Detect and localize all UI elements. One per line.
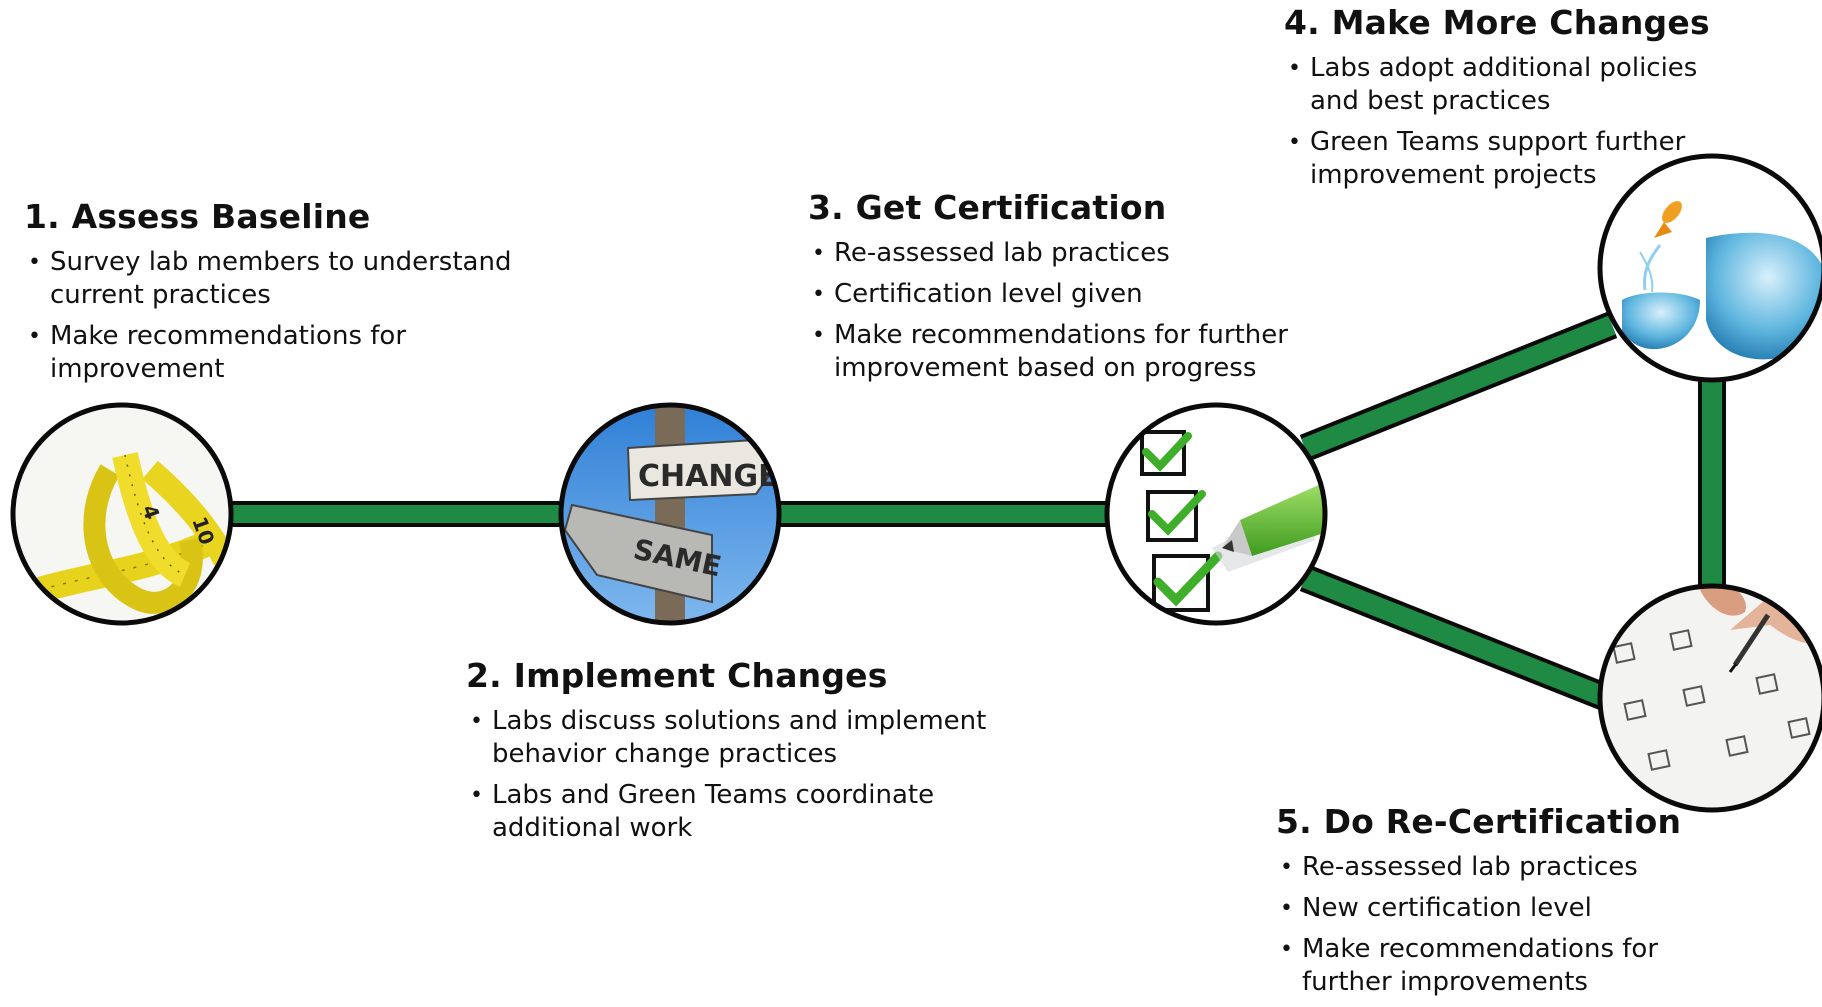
signpost-image: CHANGE SAME <box>558 402 782 626</box>
step-5-block: 5. Do Re-Certification Re-assessed lab p… <box>1276 802 1716 1007</box>
list-item: Green Teams support further improvement … <box>1284 126 1724 192</box>
sign-change-text: CHANGE <box>638 459 779 494</box>
checklist-pen-image <box>1104 402 1328 626</box>
step-5-circle <box>1597 583 1822 813</box>
step-3-block: 3. Get Certification Re-assessed lab pra… <box>808 188 1323 393</box>
list-item: Survey lab members to understand current… <box>24 246 524 312</box>
step-3-title: 3. Get Certification <box>808 188 1167 227</box>
connector-3-5 <box>1299 564 1618 714</box>
goldfish-jump-image <box>1597 153 1822 383</box>
step-1-block: 1. Assess Baseline Survey lab members to… <box>24 197 524 394</box>
step-4-title: 4. Make More Changes <box>1284 3 1710 42</box>
step-2-title: 2. Implement Changes <box>466 656 888 695</box>
list-item: Make recommendations for further improve… <box>808 319 1323 385</box>
step-2-block: 2. Implement Changes Labs discuss soluti… <box>466 656 1006 853</box>
step-2-bullets: Labs discuss solutions and implement beh… <box>466 705 1006 845</box>
list-item: Make recommendations for further improve… <box>1276 933 1716 999</box>
list-item: Labs adopt additional policies and best … <box>1284 52 1724 118</box>
step-5-bullets: Re-assessed lab practices New certificat… <box>1276 851 1716 999</box>
step-1-circle <box>10 402 234 626</box>
connector-4-5 <box>1698 376 1726 592</box>
step-1-title: 1. Assess Baseline <box>24 197 371 236</box>
step-3-circle <box>1104 402 1328 626</box>
list-item: Make recommendations for improvement <box>24 320 524 386</box>
step-2-circle <box>558 402 782 626</box>
connector-3-4 <box>1299 312 1618 461</box>
list-item: Labs discuss solutions and implement beh… <box>466 705 1006 771</box>
list-item: Re-assessed lab practices <box>808 237 1323 270</box>
connector-2-3 <box>776 501 1110 527</box>
list-item: Labs and Green Teams coordinate addition… <box>466 779 1006 845</box>
step-5-title: 5. Do Re-Certification <box>1276 802 1682 841</box>
step-4-block: 4. Make More Changes Labs adopt addition… <box>1284 3 1724 200</box>
hand-checkboxes-image <box>1597 583 1822 813</box>
step-4-bullets: Labs adopt additional policies and best … <box>1284 52 1724 192</box>
connector-1-2 <box>226 501 566 527</box>
list-item: Re-assessed lab practices <box>1276 851 1716 884</box>
step-3-bullets: Re-assessed lab practices Certification … <box>808 237 1323 385</box>
list-item: Certification level given <box>808 278 1323 311</box>
tape-measure-image: 4 10 <box>10 402 234 626</box>
list-item: New certification level <box>1276 892 1716 925</box>
step-1-bullets: Survey lab members to understand current… <box>24 246 524 386</box>
